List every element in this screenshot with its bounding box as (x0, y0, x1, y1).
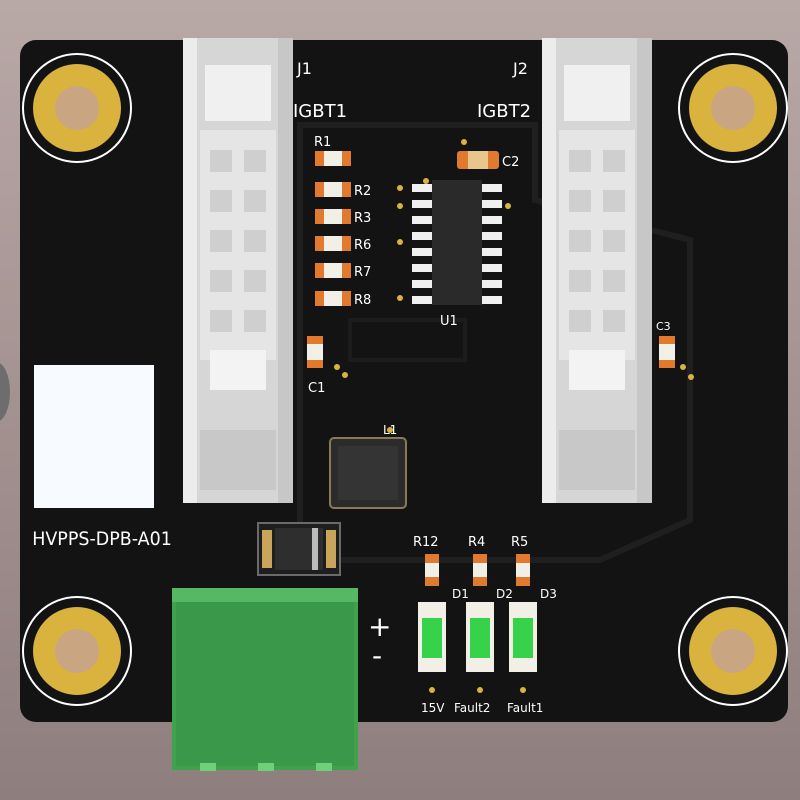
smd-resistor-icon (315, 263, 351, 278)
mounting-hole-icon (678, 53, 788, 163)
smd-resistor-icon (315, 291, 351, 306)
r12-ref: R12 (413, 535, 439, 550)
smd-resistor-icon (315, 151, 351, 166)
copper-pour-outline-2 (348, 318, 467, 362)
mounting-hole-icon (22, 596, 132, 706)
smd-capacitor-icon (457, 139, 499, 169)
c1-ref: C1 (308, 381, 325, 396)
smd-inductor-icon (329, 427, 407, 509)
j1-ref: J1 (296, 59, 312, 78)
j2-ref: J2 (512, 59, 528, 78)
mounting-hole-icon (22, 53, 132, 163)
smd-capacitor-icon (307, 336, 348, 378)
led-icon (509, 602, 537, 693)
c2-ref: C2 (502, 155, 519, 170)
smd-resistor-icon (473, 554, 487, 586)
led-icon (418, 602, 446, 693)
r8-ref: R8 (354, 293, 371, 308)
smd-diode-icon (257, 522, 341, 576)
led-icon (466, 602, 494, 693)
idc-header-icon (183, 38, 293, 503)
r5-ref: R5 (511, 535, 528, 550)
terminal-block-icon[interactable] (172, 588, 358, 771)
r2-ref: R2 (354, 184, 371, 199)
soic-ic-icon (397, 178, 511, 305)
d3-ref: D3 (540, 587, 557, 601)
l1-ref: L1 (383, 423, 397, 437)
smd-resistor-icon (425, 554, 439, 586)
j1-label: IGBT1 (293, 101, 347, 122)
smd-resistor-icon (315, 209, 351, 224)
led-label-15v: 15V (421, 701, 445, 715)
d1-ref: D1 (452, 587, 469, 601)
c3-ref: C3 (656, 320, 671, 333)
r1-ref: R1 (314, 135, 331, 150)
r6-ref: R6 (354, 238, 371, 253)
polarity-plus: + (368, 610, 391, 643)
idc-header-icon (542, 38, 652, 503)
r4-ref: R4 (468, 535, 485, 550)
smd-resistor-icon (315, 182, 351, 197)
u1-ref: U1 (440, 314, 458, 329)
viewer-side-handle[interactable] (0, 362, 10, 422)
polarity-minus: - (372, 639, 382, 672)
smd-capacitor-icon (659, 336, 694, 380)
smd-resistor-icon (315, 236, 351, 251)
smd-resistor-icon (516, 554, 530, 586)
copper-pour-outline (297, 122, 693, 563)
silkscreen-label-box (34, 365, 154, 508)
board-name: HVPPS-DPB-A01 (32, 528, 172, 550)
mounting-hole-icon (678, 596, 788, 706)
led-label-fault1: Fault1 (507, 701, 543, 715)
r3-ref: R3 (354, 211, 371, 226)
d2-ref: D2 (496, 587, 513, 601)
r7-ref: R7 (354, 265, 371, 280)
j2-label: IGBT2 (477, 101, 531, 122)
led-label-fault2: Fault2 (454, 701, 490, 715)
